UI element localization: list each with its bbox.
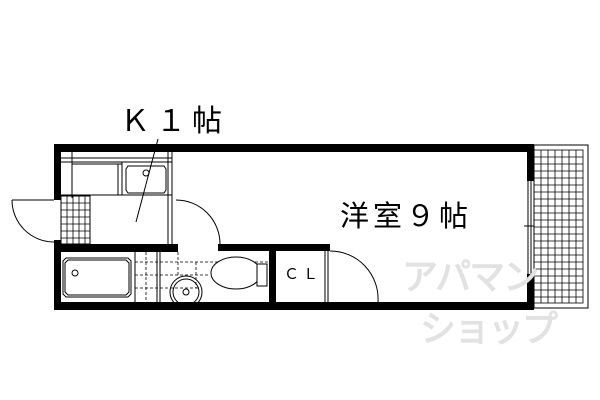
bathroom [62, 252, 268, 309]
kitchen-door-swing [175, 199, 221, 245]
room-label-western-room: 洋室９帖 [340, 199, 473, 233]
entrance-door-swing [11, 199, 55, 243]
watermark-line-1: アパマン [402, 257, 539, 298]
watermark-line-2: ショップ [420, 309, 558, 350]
room-label-closet: ＣＬ [284, 265, 323, 283]
window [524, 181, 534, 274]
walls [54, 144, 534, 310]
room-label-kitchen: Ｋ１帖 [120, 104, 228, 139]
closet-door-swing [329, 250, 379, 303]
closet [324, 250, 379, 303]
balcony-grid [533, 149, 584, 304]
kitchen-fixtures [61, 138, 173, 244]
balcony [533, 144, 589, 309]
toilet [210, 256, 268, 290]
entrance [11, 195, 91, 245]
